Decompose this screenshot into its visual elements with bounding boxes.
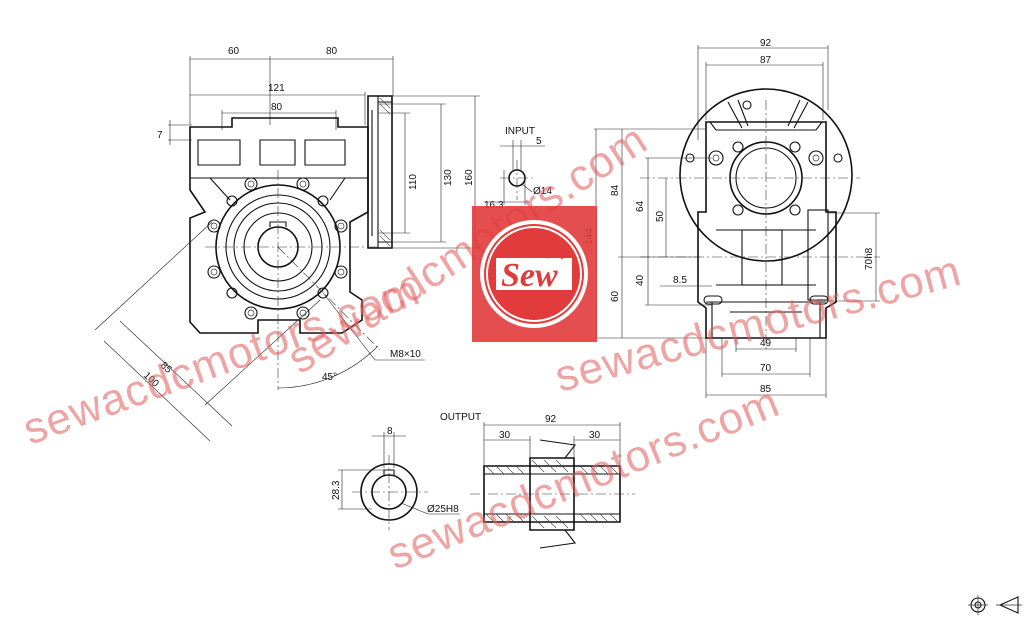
output-shaft-section: OUTPUT 92 30 30 bbox=[440, 412, 635, 549]
output-bore-detail: 8 28.3 Ø25H8 bbox=[331, 426, 460, 530]
watermark: sewacdcmotors.com sewacdcmotors.com sewa… bbox=[17, 115, 967, 580]
dim-side-92: 92 bbox=[760, 38, 772, 49]
dim-side-64: 64 bbox=[635, 200, 646, 212]
dim-side-85: 85 bbox=[760, 384, 772, 395]
bolt-holes bbox=[207, 177, 348, 320]
dim-110: 110 bbox=[408, 174, 419, 190]
dim-side-84: 84 bbox=[610, 184, 621, 196]
dim-input-5: 5 bbox=[536, 136, 542, 147]
dim-side-87: 87 bbox=[760, 55, 772, 66]
dim-7: 7 bbox=[157, 130, 163, 141]
dim-out-d25h8: Ø25H8 bbox=[427, 504, 459, 515]
logo-text: Sew bbox=[501, 257, 558, 294]
dim-45-deg: 45° bbox=[322, 372, 337, 383]
dim-side-8-5: 8.5 bbox=[673, 275, 687, 286]
dim-130: 130 bbox=[443, 169, 454, 186]
dim-side-60: 60 bbox=[610, 290, 621, 302]
dim-60: 60 bbox=[228, 46, 240, 57]
dim-input-d14: Ø14 bbox=[533, 186, 552, 197]
dim-out-28-3: 28.3 bbox=[331, 480, 342, 500]
input-label: INPUT bbox=[505, 126, 535, 137]
output-label: OUTPUT bbox=[440, 412, 481, 423]
dim-80-top: 80 bbox=[326, 46, 338, 57]
sew-logo: Sew bbox=[472, 206, 597, 342]
dim-side-50: 50 bbox=[655, 210, 666, 222]
dim-out-30-left: 30 bbox=[499, 430, 511, 441]
first-angle-projection-icon bbox=[968, 595, 1022, 615]
dim-side-70: 70 bbox=[760, 363, 772, 374]
dim-80: 80 bbox=[271, 102, 283, 113]
front-view: 60 80 121 80 7 bbox=[94, 46, 480, 442]
dim-160: 160 bbox=[464, 169, 475, 186]
dim-out-8: 8 bbox=[387, 426, 393, 437]
dim-out-92: 92 bbox=[545, 414, 557, 425]
dim-m8x10: M8×10 bbox=[390, 349, 421, 360]
dim-side-49: 49 bbox=[760, 338, 772, 349]
watermark-text-3: sewacdcmotors.com bbox=[550, 246, 966, 402]
dim-side-40: 40 bbox=[635, 274, 646, 286]
dim-input-16-3: 16.3 bbox=[484, 200, 504, 211]
input-detail: INPUT 5 Ø14 16.3 bbox=[484, 126, 552, 211]
dim-out-30-right: 30 bbox=[589, 430, 601, 441]
watermark-text-2: sewacdcmotors.com bbox=[380, 377, 786, 579]
dim-121: 121 bbox=[268, 83, 285, 94]
dim-side-70h8: 70h8 bbox=[864, 247, 875, 270]
